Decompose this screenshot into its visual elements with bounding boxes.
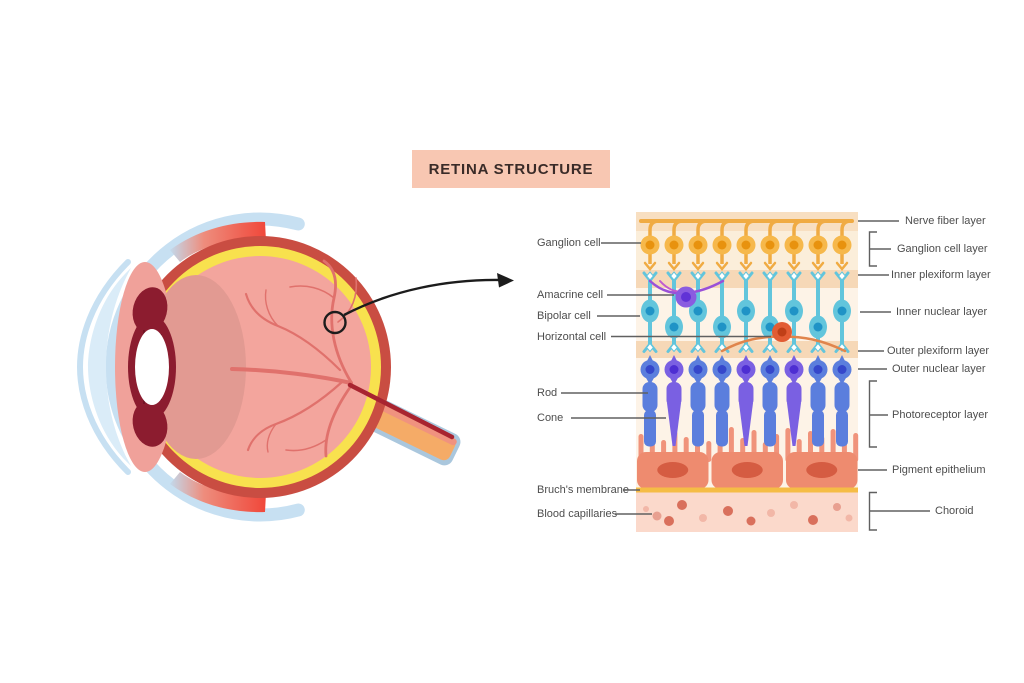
label-ganglion-cell-layer: Ganglion cell layer (897, 243, 988, 255)
cone-nucleus (664, 355, 684, 385)
ganglion-cell (736, 219, 757, 271)
bipolar-cell (785, 271, 803, 353)
sclera-arc (105, 212, 305, 522)
blood-capillary-dot (808, 515, 818, 525)
cone-cell (786, 382, 802, 446)
blood-capillary-dot (845, 514, 853, 522)
label-amacrine-cell: Amacrine cell (537, 289, 604, 301)
outer-nuclear-cells (640, 355, 852, 385)
cone-nucleus (736, 355, 756, 385)
rod-cell (642, 382, 658, 447)
rod-cell (714, 382, 730, 447)
label-pigment-epithelium: Pigment epithelium (892, 464, 986, 476)
cornea-outer-arc (76, 259, 131, 475)
ganglion-cell (640, 219, 661, 271)
blood-capillary-dot (652, 511, 662, 521)
rod-cell (810, 382, 826, 447)
eye-muscle-top (170, 221, 266, 262)
blood-capillary-dot (746, 516, 756, 526)
zoom-arrowhead-icon (497, 273, 514, 288)
label-inner-nuclear-layer: Inner nuclear layer (896, 306, 988, 318)
rod-nucleus (688, 355, 708, 385)
bipolar-cell (641, 271, 659, 353)
ganglion-cell (664, 219, 685, 271)
retinal-blood-vessels (230, 259, 358, 458)
posterior-chamber (146, 275, 246, 459)
ganglion-cells (640, 219, 853, 271)
bipolar-cell (665, 271, 683, 353)
blood-capillary-dot (664, 516, 674, 526)
label-choroid: Choroid (935, 505, 974, 517)
cone-cell (666, 382, 682, 446)
central-retinal-artery (347, 382, 455, 440)
amacrine-cell (648, 279, 725, 308)
blood-capillary-dot (699, 514, 707, 522)
ganglion-cell (688, 219, 709, 271)
rod-nucleus (832, 355, 852, 385)
rod-nucleus (808, 355, 828, 385)
page-title: RETINA STRUCTURE (412, 150, 610, 188)
ganglion-cell (808, 219, 829, 271)
eye-cross-section-illustration (76, 212, 514, 522)
blood-capillary-dot (790, 501, 798, 509)
label-outer-plexiform-layer: Outer plexiform layer (887, 345, 990, 357)
ganglion-cell (832, 219, 853, 271)
bipolar-cell (761, 271, 779, 353)
ganglion-cell (760, 219, 781, 271)
ganglion-cell (784, 219, 805, 271)
horizontal-cell (720, 322, 847, 353)
bipolar-cells (641, 271, 851, 353)
label-outer-nuclear-layer: Outer nuclear layer (892, 363, 986, 375)
bruchs-membrane-line (636, 487, 858, 493)
pigment-epithelium-cells (637, 452, 858, 489)
rod-cell (762, 382, 778, 447)
eye-muscle-bottom (170, 472, 266, 513)
rod-cell (690, 382, 706, 447)
blood-capillary-dot (677, 500, 687, 510)
choroid-band (636, 492, 858, 532)
label-bipolar-cell: Bipolar cell (537, 310, 591, 322)
blood-capillary-dot (643, 506, 649, 512)
label-cone: Cone (537, 412, 564, 424)
retina-layers-diagram (561, 212, 930, 532)
zoom-marker-circle-icon (323, 310, 347, 335)
rod-nucleus (760, 355, 780, 385)
rod-nucleus (640, 355, 660, 385)
ganglion-cell (712, 219, 733, 271)
zoom-arrow-icon (343, 278, 503, 317)
cone-cell (738, 382, 754, 446)
cone-nucleus (784, 355, 804, 385)
label-nerve-fiber-layer: Nerve fiber layer (905, 215, 986, 227)
cornea (88, 268, 131, 466)
label-blood-capillaries: Blood capillaries (537, 508, 618, 520)
bipolar-cell (737, 271, 755, 353)
photoreceptors (642, 382, 850, 447)
label-ganglion-cell: Ganglion cell (537, 237, 601, 249)
label-bruchs-membrane: Bruch's membrane (537, 484, 629, 496)
blood-capillary-dot (767, 509, 775, 517)
rod-cell (834, 382, 850, 447)
leader-lines (561, 220, 930, 531)
label-horizontal-cell: Horizontal cell (537, 331, 607, 343)
bipolar-cell (809, 271, 827, 353)
label-inner-plexiform-layer: Inner plexiform layer (891, 269, 991, 281)
label-rod: Rod (537, 387, 558, 399)
blood-capillary-dot (723, 506, 733, 516)
bipolar-cell (689, 271, 707, 353)
blood-capillary-dot (833, 503, 841, 511)
label-photoreceptor-layer: Photoreceptor layer (892, 409, 988, 421)
rod-nucleus (712, 355, 732, 385)
lens (135, 329, 169, 405)
